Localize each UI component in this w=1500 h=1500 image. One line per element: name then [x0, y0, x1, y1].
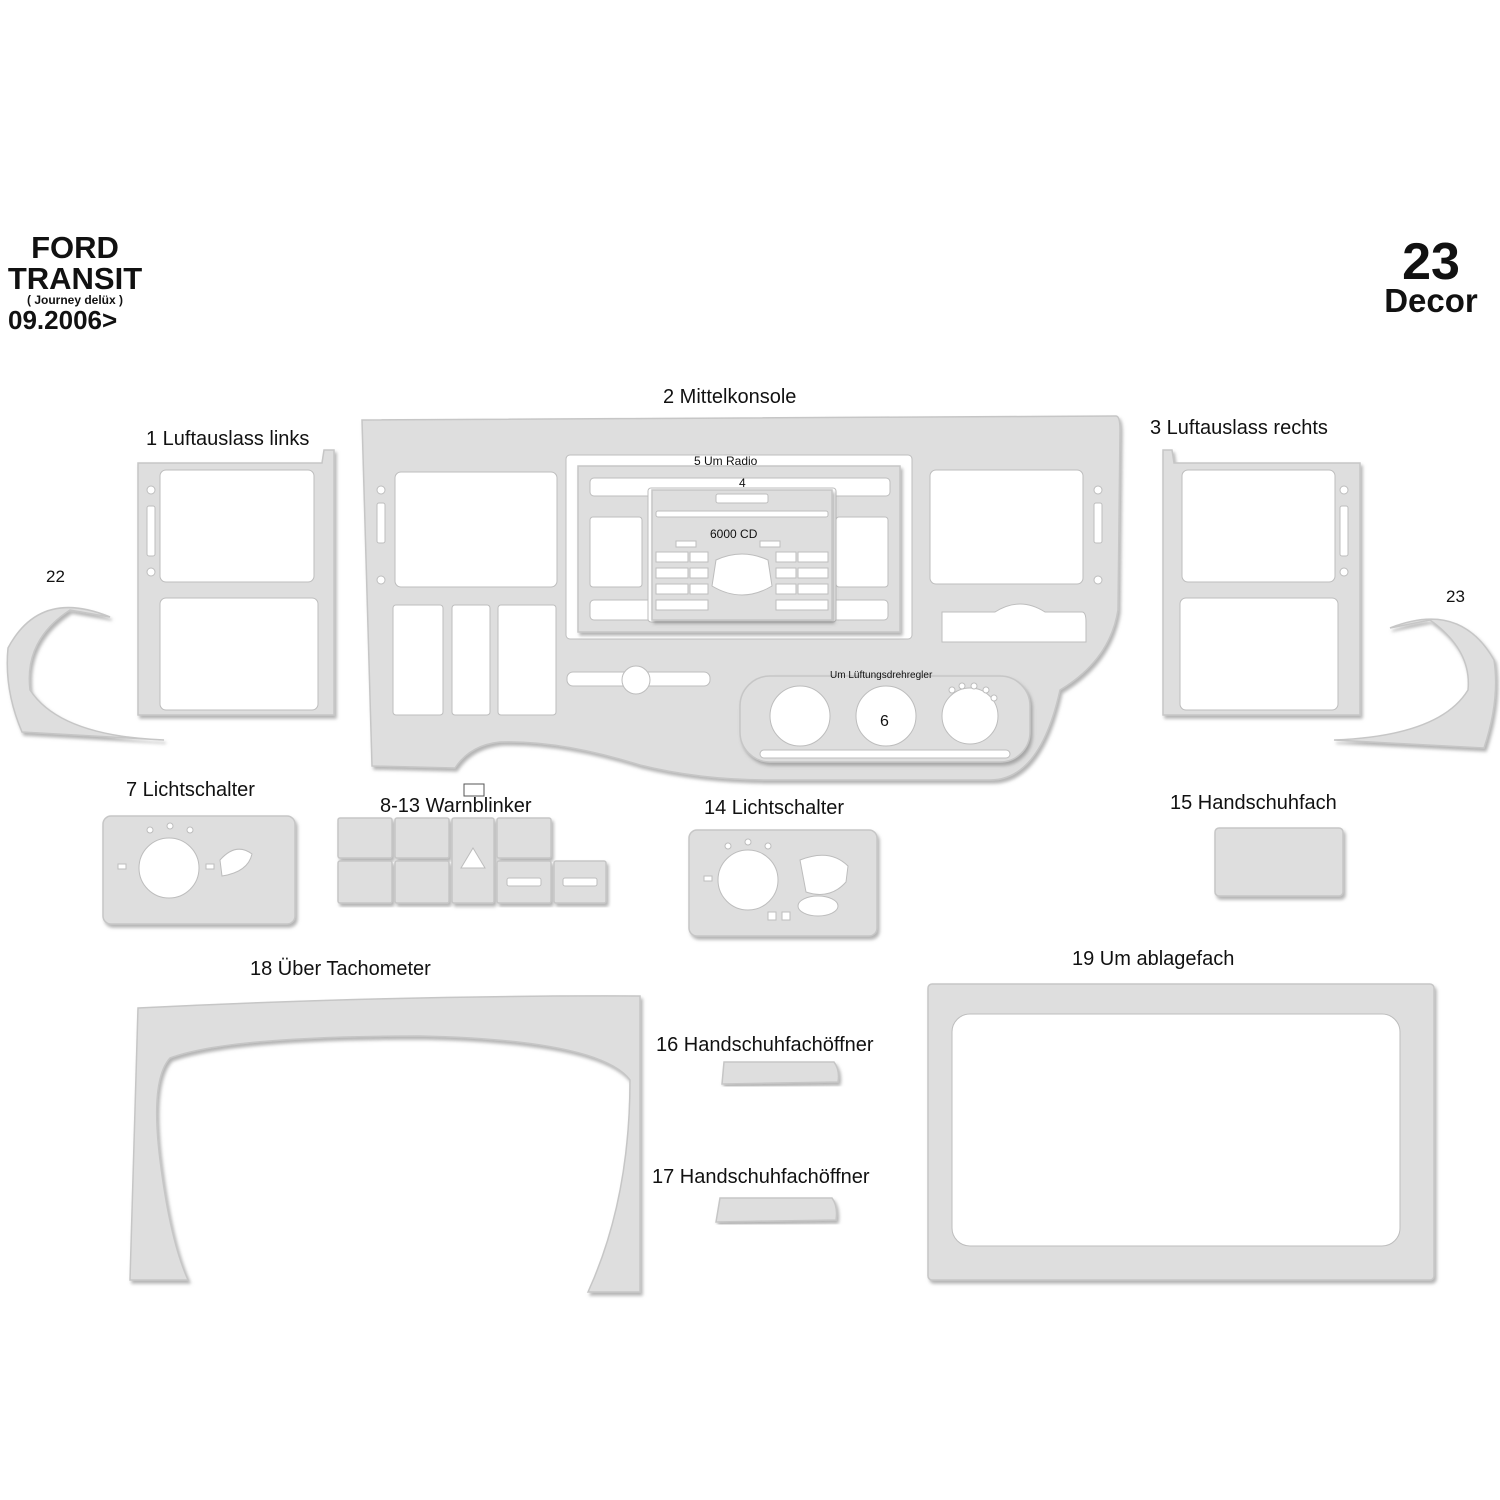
part-lichtschalter-7	[102, 815, 296, 925]
brand-variant: ( Journey delüx )	[26, 293, 124, 307]
brand-year: 09.2006>	[8, 305, 118, 335]
brand-title: FORD TRANSIT ( Journey delüx ) 09.2006>	[0, 232, 150, 333]
part-handschuhfachoeffner-16	[721, 1061, 840, 1085]
brand-make: FORD	[31, 230, 119, 265]
label-part-16: 16 Handschuhfachöffner	[656, 1034, 874, 1056]
part-22	[6, 606, 165, 741]
part-um-ablagefach	[927, 983, 1435, 1281]
label-lueftungsdrehregler: Um Lüftungsdrehregler	[830, 670, 933, 681]
label-part-5: 5 Um Radio	[694, 454, 758, 468]
label-part-7: 7 Lichtschalter	[126, 779, 255, 801]
brand-model: TRANSIT	[7, 261, 143, 296]
decor-label: Decor	[1384, 282, 1478, 319]
label-6000-cd: 6000 CD	[710, 527, 758, 541]
label-part-8-13: 8-13 Warnblinker	[380, 795, 532, 817]
decor-count-badge: 23 Decor	[1366, 236, 1496, 317]
label-part-3: 3 Luftauslass rechts	[1150, 417, 1328, 439]
part-handschuhfach	[1214, 827, 1344, 897]
part-lichtschalter-14	[688, 829, 878, 937]
part-23	[1333, 618, 1497, 749]
part-luftauslass-links	[137, 449, 335, 716]
label-part-2: 2 Mittelkonsole	[663, 386, 796, 408]
label-part-1: 1 Luftauslass links	[146, 428, 309, 450]
label-part-17: 17 Handschuhfachöffner	[652, 1166, 870, 1188]
decor-count: 23	[1402, 233, 1460, 291]
part-ueber-tachometer	[129, 995, 641, 1293]
label-part-14: 14 Lichtschalter	[704, 797, 844, 819]
part-luftauslass-rechts	[1162, 449, 1361, 716]
part-radio-face	[651, 489, 833, 621]
label-part-18: 18 Über Tachometer	[250, 958, 431, 980]
label-part-22: 22	[46, 567, 65, 586]
label-part-19: 19 Um ablagefach	[1072, 948, 1234, 970]
part-lueftungsdrehregler	[739, 675, 1031, 763]
part-warnblinker	[337, 783, 607, 904]
label-part-6: 6	[880, 713, 889, 730]
label-part-4: 4	[739, 476, 746, 490]
part-handschuhfachoeffner-17	[715, 1197, 838, 1223]
label-part-23: 23	[1446, 587, 1465, 606]
label-part-15: 15 Handschuhfach	[1170, 792, 1337, 814]
